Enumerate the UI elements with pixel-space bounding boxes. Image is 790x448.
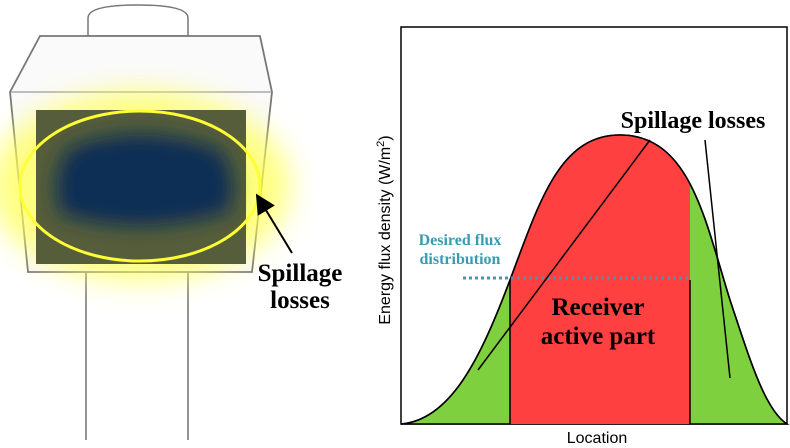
y-axis-label: Energy flux density (W/m2) xyxy=(375,135,394,324)
spillage-pointer-left xyxy=(477,139,651,371)
receiver-label-line2: active part xyxy=(541,323,656,350)
spillage-ellipse xyxy=(18,109,262,263)
left-spillage-label-line2: losses xyxy=(270,287,330,314)
chart-spillage-label: Spillage losses xyxy=(621,108,766,134)
spillage-pointer-right xyxy=(704,139,731,379)
receiver-active-area xyxy=(510,135,690,424)
flux-curve xyxy=(400,134,788,425)
desired-flux-label-line1: Desired flux xyxy=(419,232,502,249)
y-axis-label-group: Energy flux density (W/m2) xyxy=(375,135,394,324)
receiver-label-line1: Receiver xyxy=(552,294,645,321)
left-spillage-label-line1: Spillage xyxy=(258,260,343,287)
arrow-icon xyxy=(255,193,293,254)
receiver-dark-center xyxy=(56,134,233,226)
desired-flux-label-line2: distribution xyxy=(420,251,501,268)
flux-chart: Spillage losses Desired flux distributio… xyxy=(375,26,790,447)
receiver-top-cap xyxy=(87,4,189,37)
receiver-illustration: Spillage losses xyxy=(0,4,343,440)
x-axis-label: Location xyxy=(567,430,628,447)
